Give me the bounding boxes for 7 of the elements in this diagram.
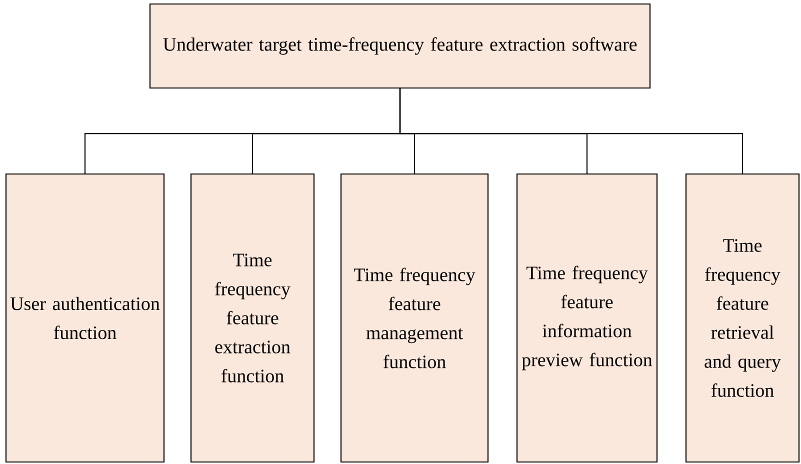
function-box: Underwater target time-frequency feature extraction software <box>149 3 651 89</box>
function-box: User authentication function <box>5 173 165 463</box>
function-box: Time frequency feature retrieval and query function <box>685 173 800 463</box>
function-box: Time frequency feature management function <box>340 173 489 463</box>
function-box: Time frequency feature information preview function <box>516 173 658 463</box>
function-box: Time frequency feature extraction function <box>190 173 315 463</box>
connector-line <box>399 88 744 174</box>
